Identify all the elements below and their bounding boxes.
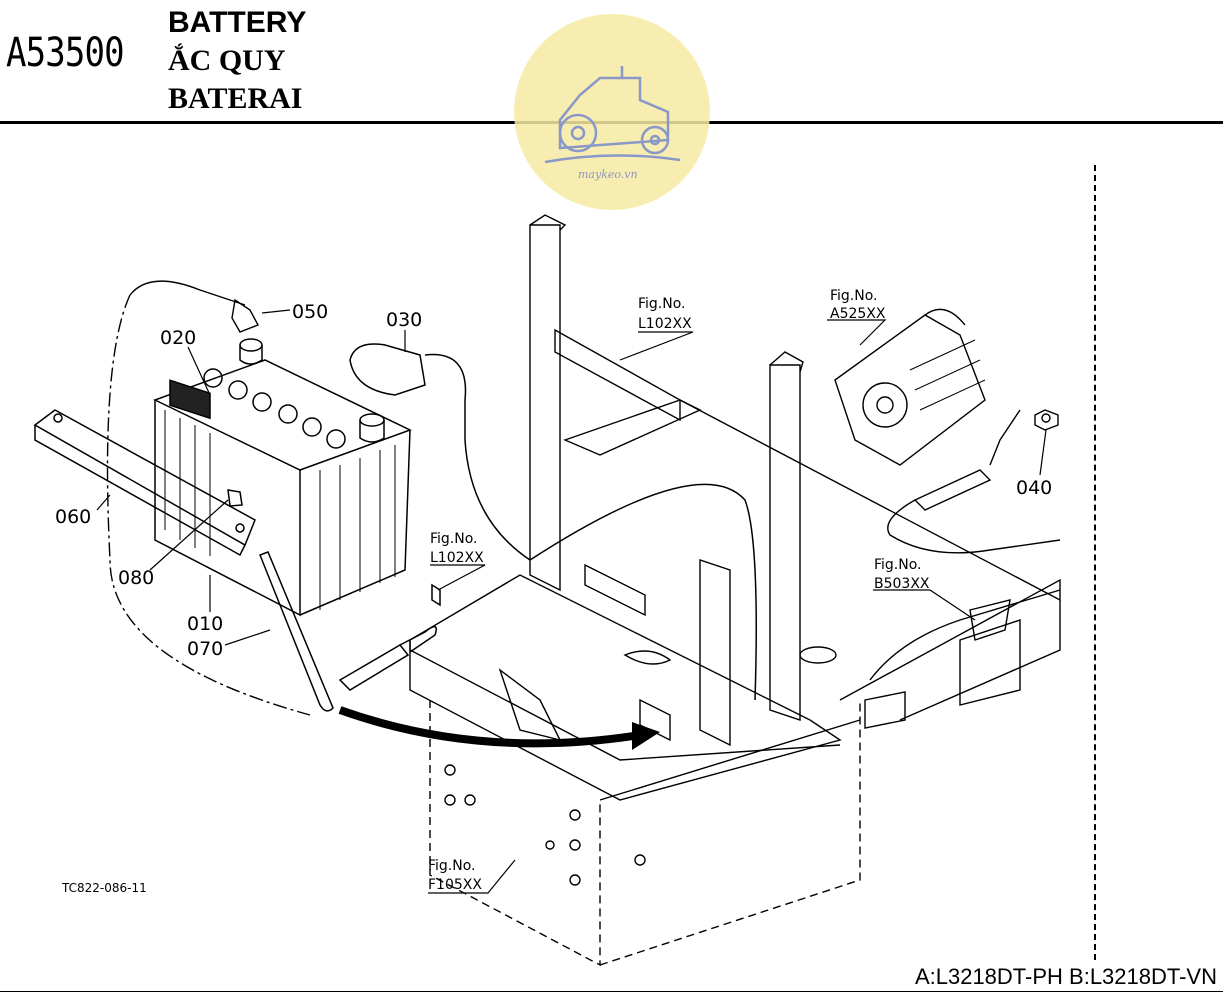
nut-040 (1034, 409, 1059, 431)
negative-cable (106, 280, 311, 716)
label-030: 030 (386, 309, 422, 331)
fig-ref-f105xx-code: F105XX (428, 877, 482, 893)
part-group-code: A53500 (6, 30, 125, 76)
ground-cable (338, 583, 441, 691)
fig-ref-l102xx-mid-label: Fig.No. (430, 531, 478, 547)
leader-lines (96, 309, 1047, 894)
watermark-text: maykeo.vn (578, 168, 638, 181)
label-050: 050 (292, 301, 328, 323)
install-arrow-head (632, 722, 660, 750)
title-vietnamese: ẮC QUY (168, 44, 286, 77)
install-arrow (338, 706, 641, 748)
label-060: 060 (55, 506, 91, 528)
label-080: 080 (118, 567, 154, 589)
hold-down-bracket (33, 409, 256, 557)
title-indonesian: BATERAI (168, 82, 303, 115)
battery-support-frame (409, 214, 1061, 967)
label-070: 070 (187, 638, 223, 660)
starter-motor (834, 308, 986, 466)
label-040: 040 (1016, 477, 1052, 499)
footer-model-list: A:L3218DT-PH B:L3218DT-VN (914, 964, 1217, 989)
fig-ref-l102xx-top-code: L102XX (638, 316, 692, 332)
battery-body (153, 338, 412, 617)
hold-down-rod (227, 489, 334, 712)
footer-rule (0, 991, 1223, 992)
fig-ref-f105xx-label: Fig.No. (428, 858, 476, 874)
fig-ref-l102xx-mid-code: L102XX (430, 550, 484, 566)
positive-cable (349, 343, 757, 701)
fig-ref-b503xx-label: Fig.No. (874, 557, 922, 573)
fig-ref-a525xx-label: Fig.No. (830, 288, 878, 304)
fig-ref-a525xx-code: A525XX (830, 306, 886, 322)
label-010: 010 (187, 613, 223, 635)
drawing-code: TC822-086-11 (61, 881, 147, 895)
label-020: 020 (160, 327, 196, 349)
starter-cable (869, 409, 1061, 681)
watermark-logo: maykeo.vn (514, 14, 710, 210)
title-english: BATTERY (168, 6, 307, 39)
fig-ref-b503xx-code: B503XX (874, 576, 930, 592)
page-split-dashed-line (1094, 165, 1096, 960)
fig-ref-l102xx-top-label: Fig.No. (638, 296, 686, 312)
